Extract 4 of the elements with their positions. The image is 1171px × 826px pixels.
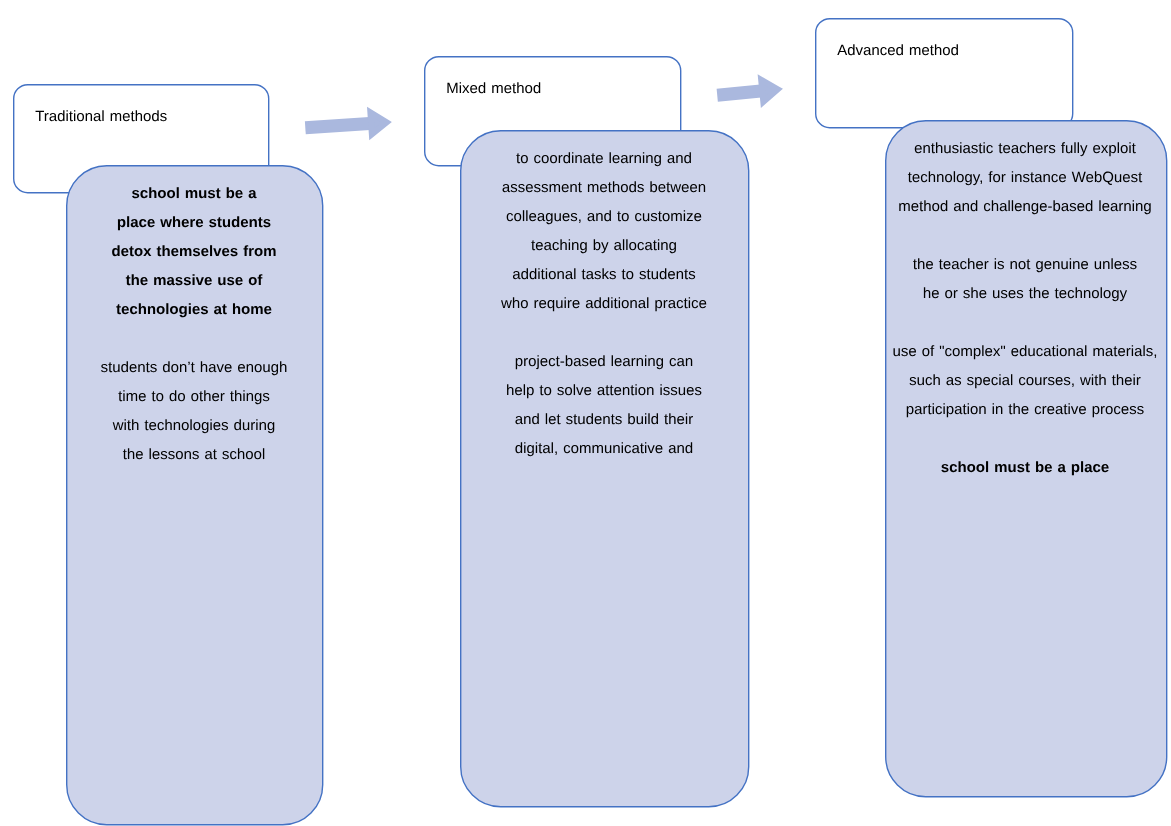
rounded-box: school must be a place where students detox themselves from the massive use of technologies at home students don’t have enough time to do other things with technologies during the lessons at school (66, 165, 324, 826)
label-box: Advanced method (815, 18, 1074, 129)
rounded-box: enthusiastic teachers fully exploit technology, for instance WebQuest method and challenge-based learning the teacher is not genuine unless he or she uses the technology use of "complex" educational materials, such as special courses, with their participation in the creative process school must be a place (885, 120, 1168, 798)
rounded-box: to coordinate learning and assessment methods between colleagues, and to customize teaching by allocating additional tasks to students who require additional practice project-based learning can help to solve attention issues and let students build their digital, communicative and (460, 130, 750, 808)
